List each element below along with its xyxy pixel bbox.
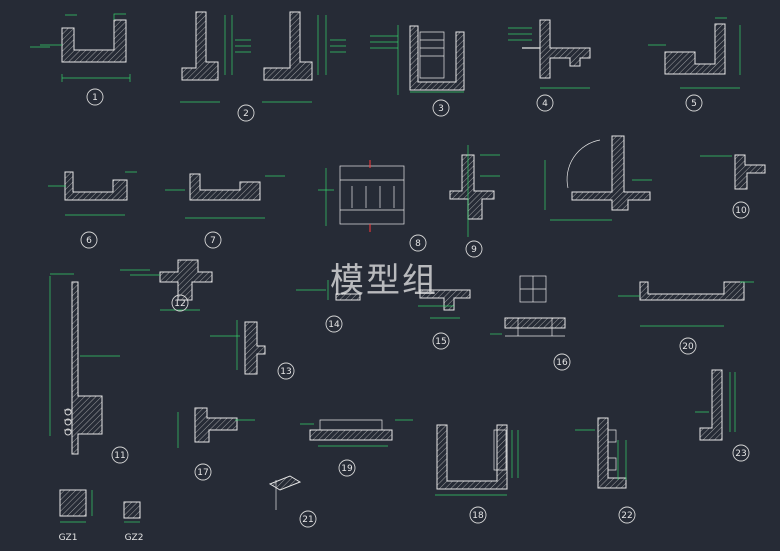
callout-circle-21	[299, 510, 317, 528]
callout-label-21: 21	[302, 515, 313, 525]
watermark-text: 模型组	[330, 261, 438, 301]
callout-circle-20	[679, 337, 697, 355]
callout-circle-19	[338, 459, 356, 477]
callout-circle-17	[194, 463, 212, 481]
callout-circle-18	[469, 506, 487, 524]
detail-10	[544, 135, 652, 221]
callout-label-13: 13	[280, 367, 291, 377]
callout-circle-4	[536, 94, 554, 112]
detail-small-lower	[268, 475, 302, 510]
callout-label-7: 7	[210, 236, 216, 246]
callout-label-17: 17	[197, 468, 208, 478]
detail-20	[618, 281, 754, 327]
callout-label-2: 2	[243, 109, 249, 119]
callout-label-22: 22	[621, 511, 632, 521]
callout-circle-12	[171, 294, 189, 312]
callout-circle-1	[86, 88, 104, 106]
callout-label-5: 5	[691, 99, 697, 109]
callout-circle-16	[553, 353, 571, 371]
detail-3	[370, 25, 465, 95]
detail-4	[508, 19, 591, 89]
detail-13	[210, 320, 266, 375]
callout-label-14: 14	[328, 320, 340, 330]
detail-18	[300, 419, 413, 447]
callout-circle-2	[237, 104, 255, 122]
callout-label-16: 16	[556, 358, 568, 368]
callout-label-GZ2: GZ2	[125, 533, 144, 543]
detail-6	[48, 171, 137, 216]
detail-8	[318, 160, 405, 232]
callout-circle-10	[732, 201, 750, 219]
detail-15	[418, 289, 471, 319]
callout-label-15: 15	[435, 337, 446, 347]
callout-label-10: 10	[735, 206, 747, 216]
detail-5	[648, 17, 741, 89]
detail-14	[296, 280, 361, 301]
detail-1	[30, 13, 131, 82]
callout-label-23: 23	[735, 449, 746, 459]
callout-label-9: 9	[471, 245, 477, 255]
callout-label-3: 3	[438, 104, 444, 114]
detail-17	[177, 407, 255, 448]
callout-circle-13	[277, 362, 295, 380]
callout-circle-9	[465, 240, 483, 258]
detail-16	[490, 275, 566, 337]
callout-circle-7	[204, 231, 222, 249]
detail-11	[700, 154, 766, 190]
detail-19	[435, 424, 519, 496]
detail-7	[165, 173, 285, 219]
callout-circle-22	[618, 506, 636, 524]
callout-label-6: 6	[86, 236, 92, 246]
detail-9	[449, 145, 500, 237]
callout-label-11: 11	[114, 451, 125, 461]
callout-circle-8	[409, 234, 427, 252]
detail-23	[695, 369, 736, 441]
callout-label-GZ1: GZ1	[59, 533, 78, 543]
detail-2	[180, 11, 346, 103]
detail-22	[575, 417, 627, 489]
callout-label-12: 12	[174, 299, 185, 309]
callout-circle-23	[732, 444, 750, 462]
callout-label-1: 1	[92, 93, 98, 103]
callout-circle-5	[685, 94, 703, 112]
callout-label-18: 18	[472, 511, 484, 521]
detail-21	[49, 273, 120, 455]
column-gz2	[123, 501, 141, 523]
column-gz1	[59, 489, 93, 523]
callout-circle-6	[80, 231, 98, 249]
callout-label-20: 20	[682, 342, 694, 352]
callout-label-4: 4	[542, 99, 548, 109]
callout-circle-3	[432, 99, 450, 117]
callout-label-19: 19	[341, 464, 353, 474]
detail-12	[120, 259, 213, 311]
callout-circle-15	[432, 332, 450, 350]
callout-circle-11	[111, 446, 129, 464]
callout-circle-14	[325, 315, 343, 333]
callout-label-8: 8	[415, 239, 421, 249]
